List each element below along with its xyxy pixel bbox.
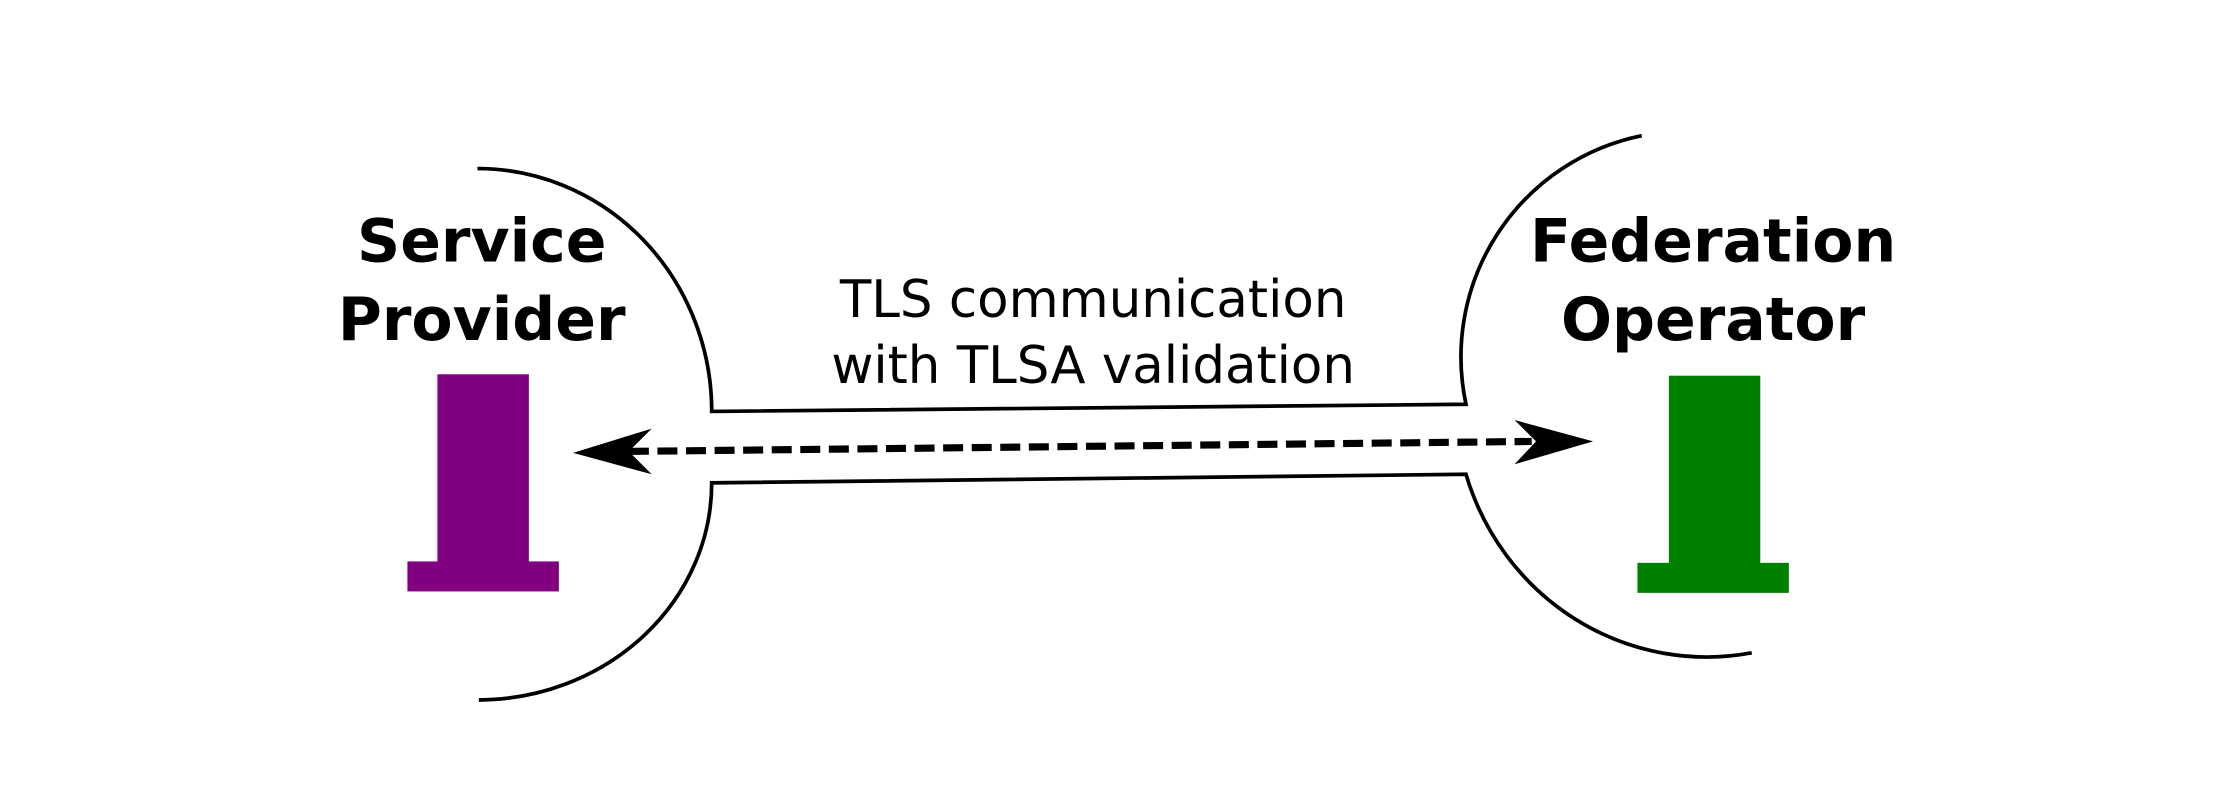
arrowhead-right-icon <box>1514 420 1594 465</box>
tls-connection-arrow-line <box>628 437 1532 455</box>
service-provider-icon-stem <box>437 374 529 565</box>
federation-operator-title-line1: Federation <box>1530 206 1896 276</box>
federation-operator-icon-stem <box>1668 375 1761 566</box>
arrowhead-left-icon <box>573 428 652 475</box>
service-provider-title-line1: Service <box>357 206 606 276</box>
service-provider-icon <box>407 374 559 592</box>
link-label-line2: with TLSA validation <box>831 336 1355 396</box>
federation-operator-icon <box>1637 375 1789 593</box>
link-label-line1: TLS communication <box>839 270 1347 330</box>
service-provider-title-line2: Provider <box>338 285 626 355</box>
tls-tunnel-outline <box>477 133 1643 414</box>
federation-operator-icon-base <box>1637 562 1789 593</box>
service-provider-icon-base <box>407 561 559 592</box>
federation-operator-title-line2: Operator <box>1561 285 1866 355</box>
tls-tunnel-outline-lower <box>478 472 1753 702</box>
